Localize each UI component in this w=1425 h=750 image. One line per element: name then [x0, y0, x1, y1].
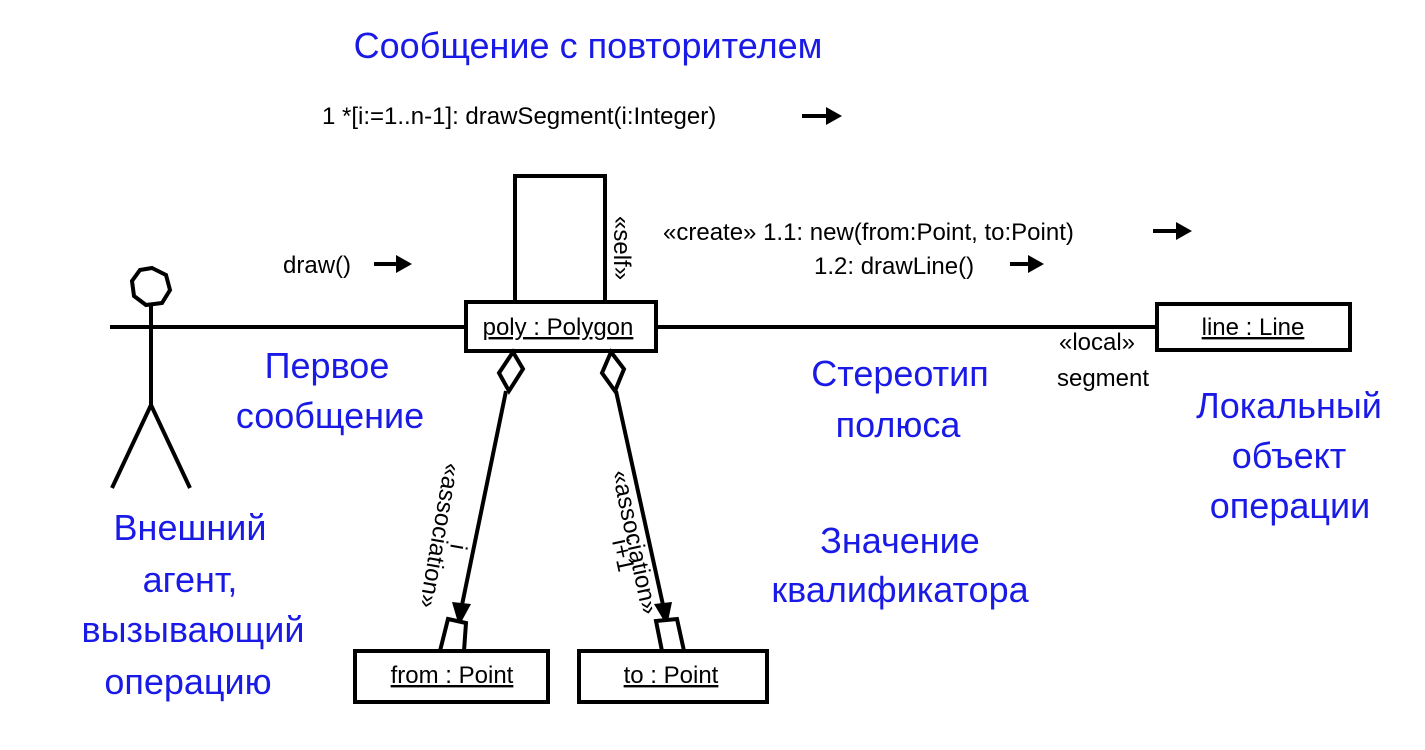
- actor-icon: [110, 265, 192, 489]
- to-point-object-label: to : Point: [624, 662, 719, 689]
- line-object-label: line : Line: [1202, 314, 1305, 341]
- arrow-right-icon: [374, 255, 412, 273]
- aggregation-diamond-icon: [496, 348, 526, 395]
- local-object-annotation-line3: операции: [1210, 485, 1370, 526]
- draw-message: draw(): [283, 252, 351, 279]
- from-point-object[interactable]: from : Point: [353, 649, 550, 704]
- external-agent-annotation-line3: вызывающий: [82, 609, 305, 650]
- to-point-object[interactable]: to : Point: [577, 649, 769, 704]
- segment-role: segment: [1057, 365, 1149, 392]
- aggregation-diamond-icon: [599, 348, 627, 396]
- iteration-message: 1 *[i:=1..n-1]: drawSegment(i:Integer): [322, 103, 716, 130]
- qualifier-box-icon: [437, 616, 469, 653]
- end-stereotype-annotation-line1: Стереотип: [811, 353, 988, 394]
- qualifier-value-annotation-line2: квалификатора: [771, 569, 1029, 610]
- association-link-to: [599, 348, 687, 653]
- polygon-object-label: poly : Polygon: [483, 314, 634, 341]
- iterator-message-annotation: Сообщение с повторителем: [354, 25, 823, 66]
- from-point-object-label: from : Point: [391, 662, 514, 689]
- polygon-object[interactable]: poly : Polygon: [464, 300, 658, 353]
- draw-line-message: 1.2: drawLine(): [814, 253, 974, 280]
- end-stereotype-annotation-line2: полюса: [836, 404, 962, 445]
- local-object-annotation-line1: Локальный: [1196, 385, 1382, 426]
- arrow-right-icon: [1010, 255, 1044, 273]
- association-stereotype-from: «association»: [414, 461, 466, 610]
- qualifier-box-icon: [653, 616, 687, 653]
- arrow-right-icon: [1153, 222, 1192, 240]
- first-message-annotation-line1: Первое: [265, 345, 390, 386]
- association-link-from: [437, 348, 526, 653]
- local-object-annotation-line2: объект: [1232, 435, 1347, 476]
- local-stereotype: «local»: [1059, 329, 1135, 356]
- qualifier-value-annotation-line1: Значение: [820, 520, 980, 561]
- qualifier-i1: i+1: [606, 537, 639, 575]
- line-object[interactable]: line : Line: [1155, 302, 1352, 352]
- external-agent-annotation-line4: операцию: [104, 661, 271, 702]
- self-stereotype: «self»: [608, 216, 635, 280]
- self-link: [513, 174, 607, 302]
- external-agent-annotation-line2: агент,: [143, 559, 238, 600]
- arrow-right-icon: [802, 107, 842, 125]
- first-message-annotation-line2: сообщение: [236, 395, 424, 436]
- create-message: «create» 1.1: new(from:Point, to:Point): [663, 219, 1074, 246]
- qualifier-i: i: [444, 542, 472, 552]
- external-agent-annotation-line1: Внешний: [114, 507, 267, 548]
